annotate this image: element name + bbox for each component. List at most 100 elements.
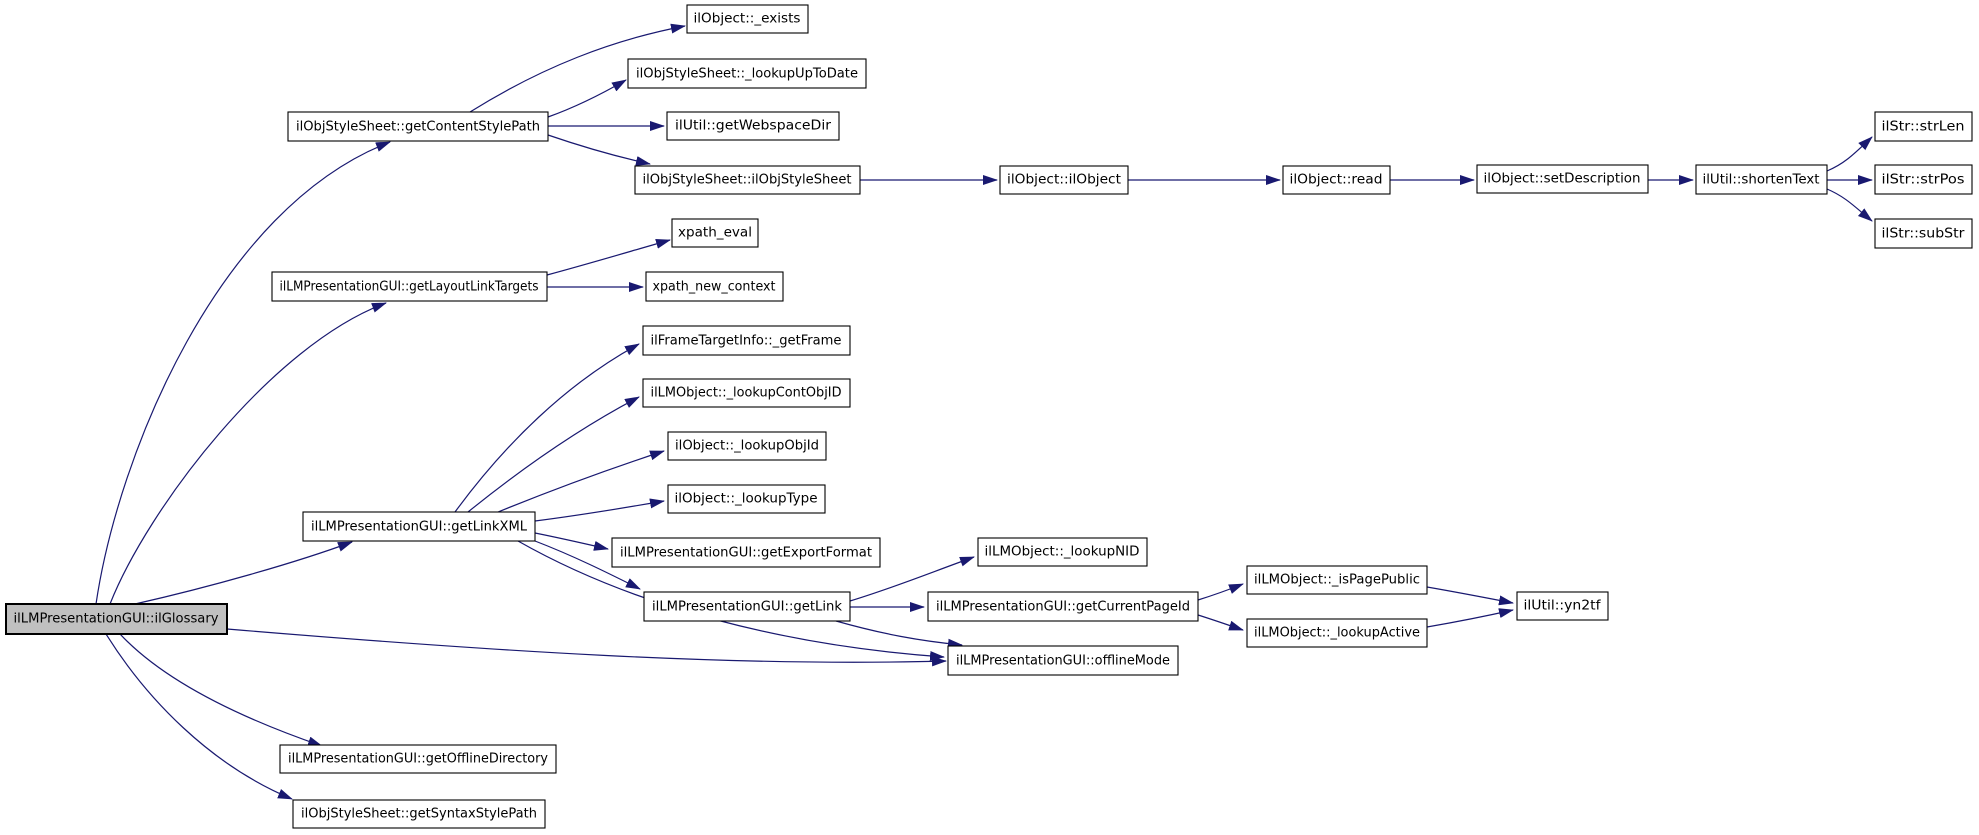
- edge-getlayoutlinktargets-xpatheval: [546, 239, 671, 276]
- edge-ilglossary-getofflinedirectory: [119, 633, 323, 747]
- node-substr-box[interactable]: [1874, 218, 1973, 249]
- node-getcontentstylepath-box[interactable]: [287, 111, 549, 142]
- edge-ilglossary-offlinemode: [226, 628, 947, 667]
- node-offlinemode[interactable]: ilLMPresentationGUI::offlineMode: [947, 645, 1179, 676]
- node-lookupactive-label: ilLMObject::_lookupActive: [1254, 626, 1420, 641]
- node-ispagepublic-box[interactable]: [1246, 565, 1428, 595]
- node-getexportformat[interactable]: ilLMPresentationGUI::getExportFormat: [611, 537, 881, 568]
- node-getframe[interactable]: ilFrameTargetInfo::_getFrame: [642, 325, 851, 356]
- node-lookupnid[interactable]: ilLMObject::_lookupNID: [977, 537, 1148, 567]
- node-exists-box[interactable]: [686, 4, 809, 34]
- node-setdescription-box[interactable]: [1476, 164, 1649, 194]
- node-getlayoutlinktargets-box[interactable]: [271, 271, 548, 302]
- node-strlen-box[interactable]: [1874, 111, 1973, 142]
- node-exists-label: ilObject::_exists: [694, 12, 801, 27]
- node-getsyntaxstylepath-box[interactable]: [292, 799, 546, 829]
- edge-ilglossary-getsyntaxstylepath: [105, 633, 293, 800]
- node-strlen[interactable]: ilStr::strLen: [1874, 111, 1973, 142]
- node-getlinkxml-box[interactable]: [302, 511, 536, 542]
- edge-getcontentstylepath-exists: [469, 23, 686, 113]
- node-yn2tf[interactable]: ilUtil::yn2tf: [1516, 591, 1609, 621]
- node-shortentext[interactable]: ilUtil::shortenText: [1695, 164, 1828, 195]
- node-getlink-box[interactable]: [643, 591, 851, 622]
- node-xpathnewcontext-box[interactable]: [645, 271, 784, 302]
- node-lookupnid-box[interactable]: [977, 537, 1148, 567]
- node-getsyntaxstylepath-label: ilObjStyleSheet::getSyntaxStylePath: [301, 807, 537, 822]
- node-xpatheval-box[interactable]: [671, 218, 759, 248]
- node-yn2tf-box[interactable]: [1516, 591, 1609, 621]
- edge-ispagepublic-yn2tf: [1426, 586, 1514, 606]
- node-layer: ilLMPresentationGUI::ilGlossary ilObjSty…: [5, 4, 1973, 829]
- node-ilobjstylesheetctor-box[interactable]: [634, 165, 861, 195]
- node-strlen-label: ilStr::strLen: [1882, 120, 1965, 135]
- node-getlinkxml-label: ilLMPresentationGUI::getLinkXML: [311, 520, 528, 535]
- edge-getlinkxml-getframe: [454, 343, 640, 513]
- node-getcurrentpageid-box[interactable]: [927, 591, 1199, 622]
- edge-getlinkxml-lookupobjid: [497, 450, 665, 513]
- edge-ilglossary-getlinkxml: [134, 541, 353, 605]
- node-lookupcontobjid[interactable]: ilLMObject::_lookupContObjID: [642, 378, 851, 408]
- node-lookupobjid-box[interactable]: [667, 431, 827, 461]
- edge-getcurrentpageid-lookupactive: [1197, 614, 1244, 631]
- node-getlink[interactable]: ilLMPresentationGUI::getLink: [643, 591, 851, 622]
- node-substr-label: ilStr::subStr: [1882, 227, 1966, 242]
- node-lookupuptodate-box[interactable]: [627, 58, 867, 89]
- node-lookuptype[interactable]: ilObject::_lookupType: [667, 484, 826, 514]
- node-read[interactable]: ilObject::read: [1282, 165, 1391, 195]
- node-xpatheval[interactable]: xpath_eval: [671, 218, 759, 248]
- node-lookupobjid[interactable]: ilObject::_lookupObjId: [667, 431, 827, 461]
- node-strpos-label: ilStr::strPos: [1882, 173, 1965, 188]
- node-getcontentstylepath[interactable]: ilObjStyleSheet::getContentStylePath: [287, 111, 549, 142]
- node-ilobjstylesheetctor[interactable]: ilObjStyleSheet::ilObjStyleSheet: [634, 165, 861, 195]
- edge-getlink-offlinemode: [835, 620, 963, 649]
- node-ilglossary: ilLMPresentationGUI::ilGlossary: [5, 603, 228, 635]
- node-ilobjectctor-label: ilObject::ilObject: [1007, 173, 1121, 188]
- node-exists[interactable]: ilObject::_exists: [686, 4, 809, 34]
- edge-shortentext-substr: [1826, 188, 1873, 222]
- node-read-box[interactable]: [1282, 165, 1391, 195]
- node-lookuptype-label: ilObject::_lookupType: [675, 492, 818, 507]
- node-getofflinedirectory[interactable]: ilLMPresentationGUI::getOfflineDirectory: [279, 744, 557, 774]
- node-lookupnid-label: ilLMObject::_lookupNID: [985, 545, 1140, 560]
- node-getcurrentpageid[interactable]: ilLMPresentationGUI::getCurrentPageId: [927, 591, 1199, 622]
- node-xpathnewcontext[interactable]: xpath_new_context: [645, 271, 784, 302]
- node-getofflinedirectory-box[interactable]: [279, 744, 557, 774]
- node-getwebspacedir[interactable]: ilUtil::getWebspaceDir: [666, 111, 840, 141]
- node-getcurrentpageid-label: ilLMPresentationGUI::getCurrentPageId: [936, 600, 1190, 615]
- node-ilglossary-box: [5, 603, 228, 635]
- node-getsyntaxstylepath[interactable]: ilObjStyleSheet::getSyntaxStylePath: [292, 799, 546, 829]
- node-shortentext-label: ilUtil::shortenText: [1703, 173, 1820, 188]
- node-read-label: ilObject::read: [1290, 173, 1383, 188]
- node-substr[interactable]: ilStr::subStr: [1874, 218, 1973, 249]
- node-lookupuptodate[interactable]: ilObjStyleSheet::_lookupUpToDate: [627, 58, 867, 89]
- node-getcontentstylepath-label: ilObjStyleSheet::getContentStylePath: [296, 120, 540, 135]
- node-lookupactive[interactable]: ilLMObject::_lookupActive: [1246, 618, 1428, 648]
- node-getexportformat-box[interactable]: [611, 537, 881, 568]
- node-offlinemode-box[interactable]: [947, 645, 1179, 676]
- node-lookupactive-box[interactable]: [1246, 618, 1428, 648]
- node-ispagepublic-label: ilLMObject::_isPagePublic: [1254, 573, 1420, 588]
- node-getlinkxml[interactable]: ilLMPresentationGUI::getLinkXML: [302, 511, 536, 542]
- edge-ilglossary-getlayoutlinktargets: [109, 302, 387, 605]
- node-setdescription-label: ilObject::setDescription: [1484, 172, 1641, 187]
- node-ilobjectctor-box[interactable]: [999, 165, 1129, 195]
- node-getframe-box[interactable]: [642, 325, 851, 356]
- node-strpos[interactable]: ilStr::strPos: [1874, 164, 1973, 195]
- edge-lookupactive-yn2tf: [1426, 608, 1514, 628]
- node-ilglossary-label: ilLMPresentationGUI::ilGlossary: [14, 612, 219, 627]
- node-lookupcontobjid-box[interactable]: [642, 378, 851, 408]
- edge-getcurrentpageid-ispagepublic: [1197, 583, 1244, 601]
- node-getexportformat-label: ilLMPresentationGUI::getExportFormat: [620, 546, 872, 561]
- node-strpos-box[interactable]: [1874, 164, 1973, 195]
- edge-getlink-lookupnid: [849, 556, 975, 602]
- node-lookuptype-box[interactable]: [667, 484, 826, 514]
- node-setdescription[interactable]: ilObject::setDescription: [1476, 164, 1649, 194]
- edge-ilglossary-getcontentstylepath: [95, 141, 391, 605]
- node-ilobjectctor[interactable]: ilObject::ilObject: [999, 165, 1129, 195]
- node-getwebspacedir-box[interactable]: [666, 111, 840, 141]
- edge-shortentext-strlen: [1826, 136, 1873, 172]
- node-getlayoutlinktargets[interactable]: ilLMPresentationGUI::getLayoutLinkTarget…: [271, 271, 548, 302]
- node-ispagepublic[interactable]: ilLMObject::_isPagePublic: [1246, 565, 1428, 595]
- node-shortentext-box[interactable]: [1695, 164, 1828, 195]
